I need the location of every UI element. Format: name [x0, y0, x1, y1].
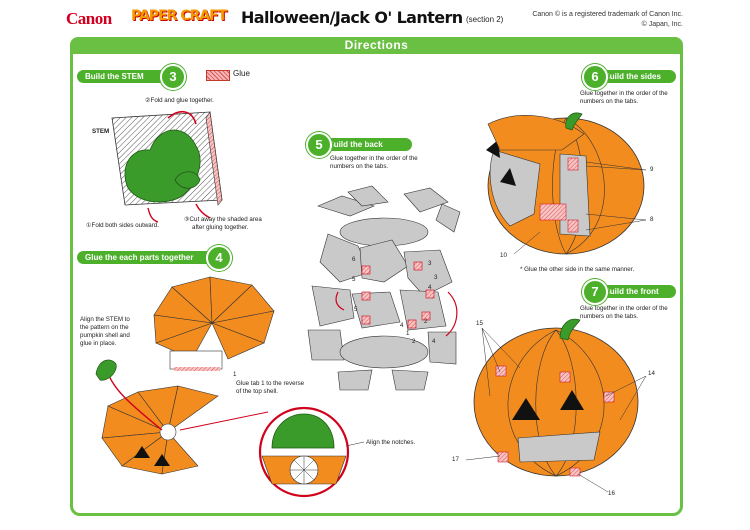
stem-note-3a: ③Cut away the shaded area [184, 216, 262, 223]
back-parts-diagram [307, 185, 461, 391]
step-7-label: Build the front [596, 285, 676, 298]
align-note-4: glue in place. [80, 340, 117, 347]
back-tab-6: 6 [352, 256, 356, 263]
trademark-line-1: Canon © is a registered trademark of Can… [532, 11, 683, 18]
sides-callout-10: 10 [500, 252, 507, 259]
back-tab-3b: 3 [434, 274, 438, 281]
trademark-line-2: © Japan, Inc. [641, 21, 683, 28]
sides-callout-9: 9 [650, 166, 654, 173]
paper-craft-logo: PAPER CRAFT [131, 8, 227, 24]
section-label: (section 2) [466, 15, 504, 24]
back-tab-2a: 2 [424, 318, 428, 325]
sides-callout-8: 8 [650, 216, 654, 223]
step-5-label: Build the back [320, 138, 412, 151]
sides-note-1: Glue together in the order of the [580, 90, 668, 97]
front-note-1: Glue together in the order of the [580, 305, 668, 312]
notch-zoom-diagram [179, 406, 365, 498]
back-tab-4c: 4 [432, 338, 436, 345]
align-note-1: Align the STEM to [80, 316, 130, 323]
step-5-number: 5 [306, 132, 332, 158]
front-callout-16: 16 [608, 490, 615, 497]
step-6-label: Build the sides [596, 70, 676, 83]
front-callout-14: 14 [648, 370, 655, 377]
tab-1-callout: 1 [233, 371, 237, 378]
back-tab-1: 1 [406, 330, 410, 337]
front-pumpkin-diagram [465, 318, 647, 493]
back-note-1: Glue together in the order of the [330, 155, 418, 162]
stem-note-3b: after gluing together. [192, 224, 249, 231]
back-tab-5b: 5 [354, 306, 358, 313]
canon-logo: Canon [66, 9, 112, 28]
page-title: Halloween/Jack O' Lantern [241, 8, 463, 27]
tab-note-2: of the top shell. [236, 388, 278, 395]
top-shell-diagram [153, 276, 275, 371]
back-glue-tabs [361, 261, 435, 329]
stem-diagram [111, 111, 223, 223]
front-note-2: numbers on the tabs. [580, 313, 639, 320]
directions-title: Directions [70, 37, 683, 54]
front-callout-15: 15 [476, 320, 483, 327]
side-pumpkin-diagram [486, 112, 647, 255]
step-6-number: 6 [582, 64, 608, 90]
sides-note-2: numbers on the tabs. [580, 98, 639, 105]
notch-note: Align the notches. [366, 439, 416, 446]
back-note-2: numbers on the tabs. [330, 163, 389, 170]
glue-swatch-icon [206, 70, 230, 81]
align-note-3: pumpkin shell and [80, 332, 130, 339]
back-tab-5a: 5 [352, 276, 356, 283]
back-tab-4a: 4 [428, 284, 432, 291]
tab-note-1: Glue tab 1 to the reverse [236, 380, 305, 387]
step-3-number: 3 [160, 64, 186, 90]
stem-label: STEM [92, 128, 110, 135]
step-4-number: 4 [206, 245, 232, 271]
stem-note-2: ②Fold and glue together. [145, 97, 214, 104]
back-tab-3a: 3 [428, 260, 432, 267]
sides-note-other: * Glue the other side in the same manner… [520, 266, 635, 273]
step-7-number: 7 [582, 279, 608, 305]
front-callout-17: 17 [452, 456, 459, 463]
glue-legend-label: Glue [233, 69, 250, 78]
step-3-label: Build the STEM [77, 70, 173, 83]
step-4-label: Glue the each parts together [77, 251, 217, 264]
back-tab-4b: 4 [400, 322, 404, 329]
align-note-2: the pattern on the [80, 324, 129, 331]
stem-note-1: ①Fold both sides outward. [86, 222, 159, 229]
header: Canon PAPER CRAFT Halloween/Jack O' Lant… [0, 0, 750, 34]
back-tab-2b: 2 [412, 338, 416, 345]
bottom-shell-diagram [95, 359, 219, 475]
